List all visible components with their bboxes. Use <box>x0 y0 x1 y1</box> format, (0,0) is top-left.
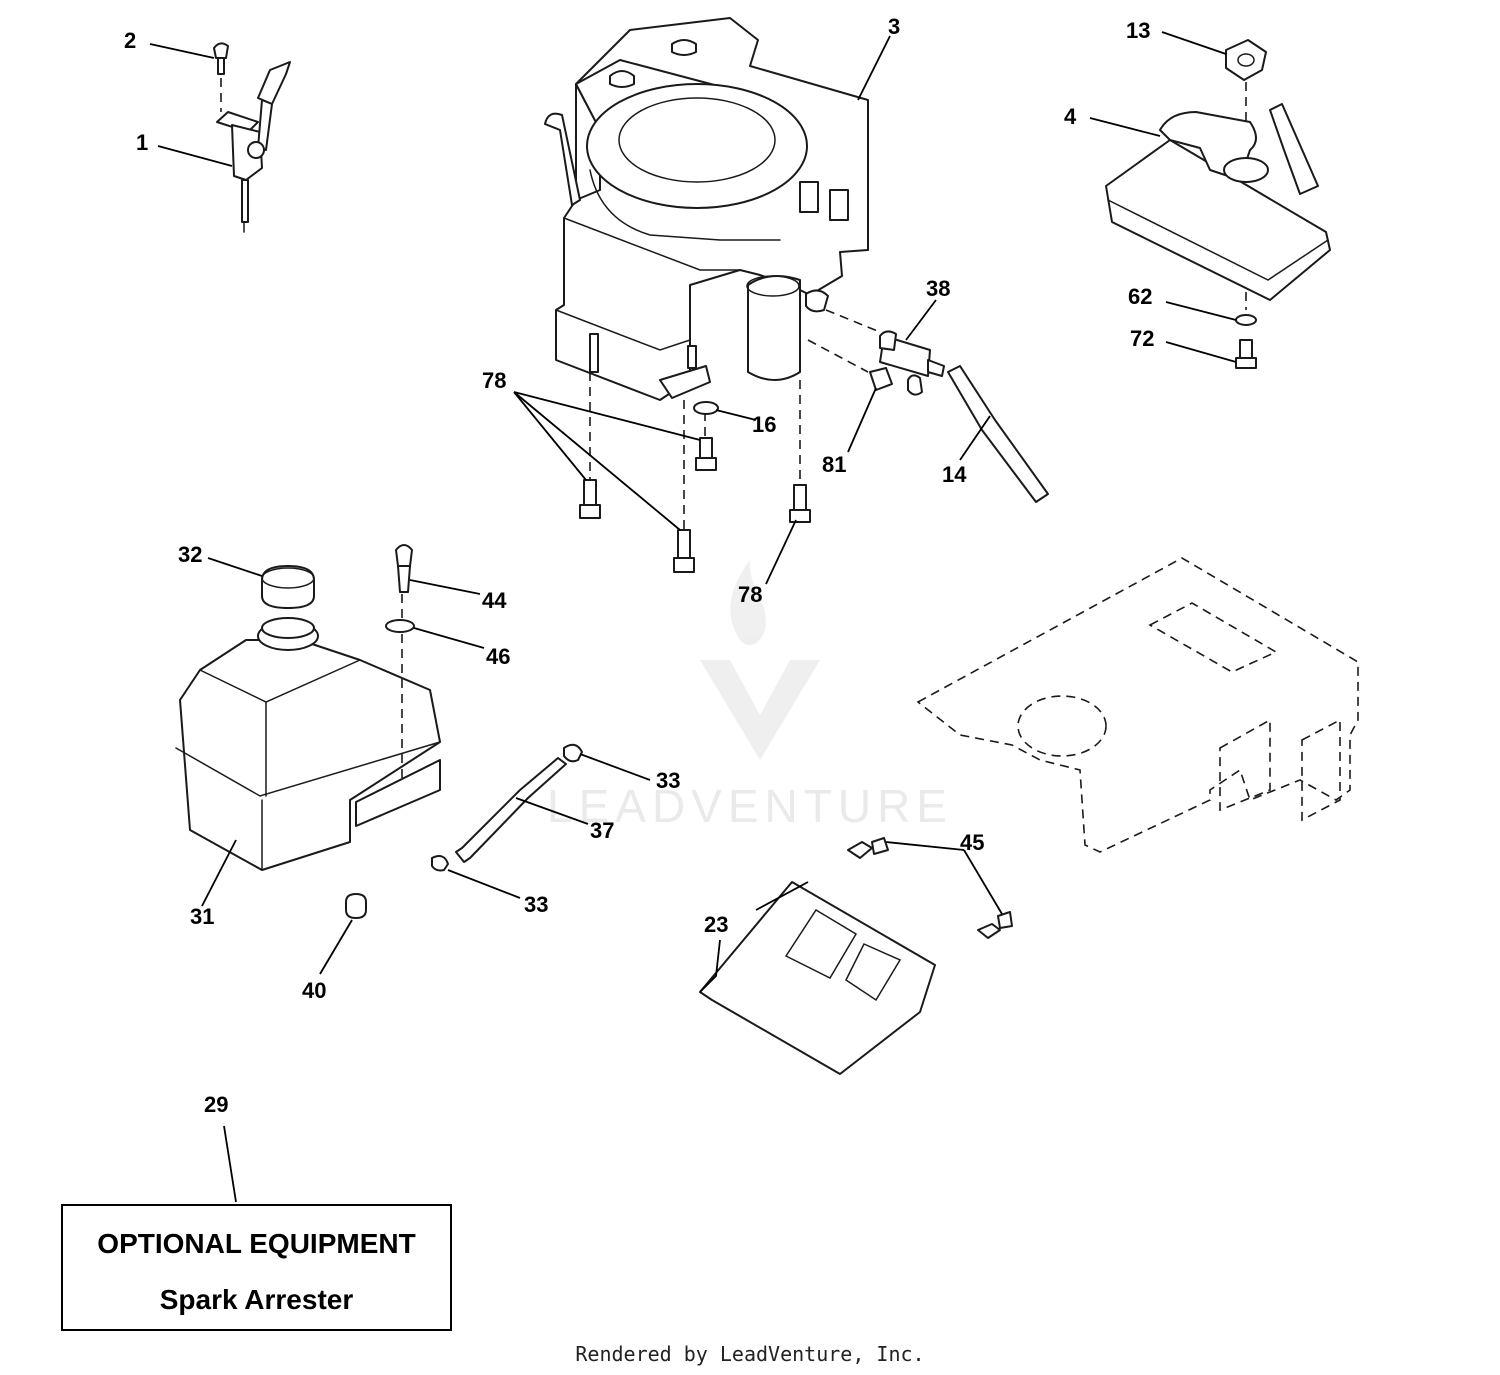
callout-72: 72 <box>1130 326 1154 351</box>
optional-equipment-box: OPTIONAL EQUIPMENT Spark Arrester <box>61 1204 452 1331</box>
engine-bolts <box>579 372 811 573</box>
callout-14: 14 <box>942 462 967 487</box>
callout-13: 13 <box>1126 18 1150 43</box>
watermark-logo-icon <box>700 660 820 760</box>
callout-2: 2 <box>124 28 136 53</box>
optional-equipment-title: OPTIONAL EQUIPMENT <box>97 1228 416 1259</box>
callout-4: 4 <box>1064 104 1077 129</box>
callout-1: 1 <box>136 130 148 155</box>
callout-38: 38 <box>926 276 950 301</box>
callout-44: 44 <box>482 588 507 613</box>
callout-78-bottom: 78 <box>738 582 762 607</box>
optional-equipment-subtitle: Spark Arrester <box>159 1284 354 1315</box>
callout-16: 16 <box>752 412 776 437</box>
callout-78-top: 78 <box>482 368 506 393</box>
watermark-flame-icon <box>730 560 766 646</box>
callout-37: 37 <box>590 818 614 843</box>
callout-3: 3 <box>888 14 900 39</box>
callout-labels: 2 1 3 4 13 62 72 38 14 81 16 78 78 32 44… <box>124 14 1154 1117</box>
callout-23: 23 <box>704 912 728 937</box>
fuel-tank-assembly <box>175 544 441 919</box>
callout-46: 46 <box>486 644 510 669</box>
render-credit-footer: Rendered by LeadVenture, Inc. <box>575 1342 925 1366</box>
heat-shield-assembly <box>699 837 1013 1075</box>
callout-leaders <box>149 31 1237 1203</box>
callout-33-top: 33 <box>656 768 680 793</box>
throttle-control-part <box>213 42 291 233</box>
callout-62: 62 <box>1128 284 1152 309</box>
callout-45: 45 <box>960 830 984 855</box>
callout-31: 31 <box>190 904 214 929</box>
frame-reference <box>916 557 1359 853</box>
watermark-text: LEADVENTURE <box>547 780 953 832</box>
callout-81: 81 <box>822 452 846 477</box>
fuel-filter-assembly <box>807 309 1049 503</box>
fuel-hose-assembly <box>431 743 583 872</box>
muffler-assembly <box>1105 39 1331 369</box>
callout-40: 40 <box>302 978 326 1003</box>
engine-part <box>544 17 869 401</box>
leadventure-watermark: LEADVENTURE <box>547 560 953 832</box>
callout-32: 32 <box>178 542 202 567</box>
callout-29: 29 <box>204 1092 228 1117</box>
callout-33-bottom: 33 <box>524 892 548 917</box>
